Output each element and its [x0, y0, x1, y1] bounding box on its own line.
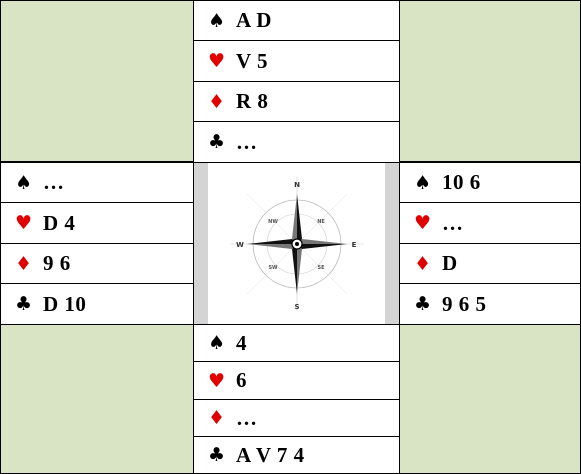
west-spades-row: ♠ … — [0, 162, 194, 203]
north-hearts-cards: V 5 — [236, 49, 268, 74]
north-clubs-cards: … — [236, 130, 258, 155]
diamond-icon: ♦ — [208, 91, 236, 113]
compass-west-label: W — [236, 241, 244, 249]
west-diamonds-cards: 9 6 — [43, 251, 71, 276]
compass-sw-label: SW — [268, 265, 278, 271]
west-clubs-row: ♣ D 10 — [0, 283, 194, 325]
east-diamonds-cards: D — [442, 251, 458, 276]
diamond-icon: ♦ — [15, 253, 43, 275]
compass-north-label: N — [294, 181, 300, 189]
compass-right-bar — [385, 163, 399, 324]
south-hearts-cards: 6 — [236, 368, 247, 393]
north-hearts-row: ♥ V 5 — [193, 40, 400, 82]
compass-panel: N S E W NE NW SE SW — [193, 162, 400, 325]
corner-bottom-right — [399, 324, 581, 474]
east-hearts-cards: … — [442, 211, 464, 236]
club-icon: ♣ — [208, 131, 236, 153]
club-icon: ♣ — [15, 293, 43, 315]
club-icon: ♣ — [208, 444, 236, 466]
diamond-icon: ♦ — [414, 253, 442, 275]
diamond-icon: ♦ — [208, 407, 236, 429]
south-clubs-cards: A V 7 4 — [236, 443, 305, 468]
compass-east-label: E — [352, 241, 357, 249]
north-clubs-row: ♣ … — [193, 121, 400, 163]
corner-bottom-left — [0, 324, 194, 474]
heart-icon: ♥ — [208, 50, 236, 72]
corner-top-right — [399, 0, 581, 162]
heart-icon: ♥ — [414, 212, 442, 234]
compass-south-label: S — [294, 303, 299, 311]
south-diamonds-row: ♦ … — [193, 399, 400, 437]
east-spades-row: ♠ 10 6 — [399, 162, 581, 203]
compass-rose-icon: N S E W NE NW SE SW — [212, 169, 382, 319]
west-hearts-cards: D 4 — [43, 211, 75, 236]
heart-icon: ♥ — [15, 212, 43, 234]
west-hearts-row: ♥ D 4 — [0, 202, 194, 244]
south-hearts-row: ♥ 6 — [193, 361, 400, 400]
south-spades-row: ♠ 4 — [193, 324, 400, 362]
north-spades-row: ♠ A D — [193, 0, 400, 41]
east-clubs-row: ♣ 9 6 5 — [399, 283, 581, 325]
heart-icon: ♥ — [208, 370, 236, 392]
spade-icon: ♠ — [414, 172, 442, 194]
east-diamonds-row: ♦ D — [399, 243, 581, 284]
south-diamonds-cards: … — [236, 406, 258, 431]
west-clubs-cards: D 10 — [43, 292, 86, 317]
south-spades-cards: 4 — [236, 331, 247, 356]
east-spades-cards: 10 6 — [442, 170, 481, 195]
compass-ne-label: NE — [317, 219, 325, 225]
spade-icon: ♠ — [208, 332, 236, 354]
west-spades-cards: … — [43, 170, 65, 195]
spade-icon: ♠ — [15, 172, 43, 194]
west-diamonds-row: ♦ 9 6 — [0, 243, 194, 284]
compass-nw-label: NW — [268, 219, 278, 225]
club-icon: ♣ — [414, 293, 442, 315]
corner-top-left — [0, 0, 194, 162]
spade-icon: ♠ — [208, 10, 236, 32]
compass-left-bar — [194, 163, 208, 324]
north-diamonds-cards: R 8 — [236, 89, 268, 114]
south-clubs-row: ♣ A V 7 4 — [193, 436, 400, 474]
compass-se-label: SE — [317, 265, 325, 271]
north-diamonds-row: ♦ R 8 — [193, 81, 400, 122]
east-clubs-cards: 9 6 5 — [442, 292, 487, 317]
north-spades-cards: A D — [236, 8, 272, 33]
east-hearts-row: ♥ … — [399, 202, 581, 244]
